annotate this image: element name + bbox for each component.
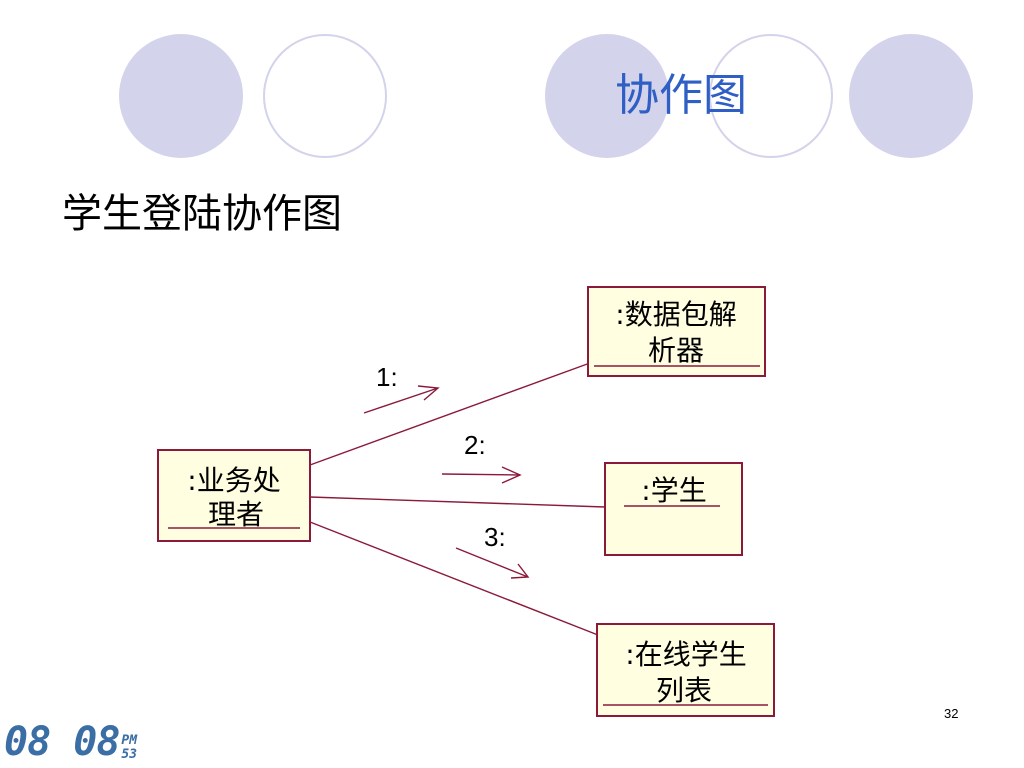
object-parser-line2: 析器: [648, 334, 704, 367]
clock-seconds: 53: [121, 747, 138, 762]
decor-circle-1: [119, 34, 243, 158]
object-online-list: :在线学生 列表: [596, 623, 775, 717]
message-label-1: 1:: [376, 362, 398, 392]
decor-circle-4: [709, 34, 833, 158]
clock-time: 08 08: [4, 719, 120, 765]
link-handler-parser: [309, 362, 591, 466]
decor-circle-5: [849, 34, 973, 158]
object-handler: :业务处 理者: [157, 449, 311, 542]
message-arrow-1: [363, 385, 440, 414]
message-arrow-3: [455, 547, 530, 579]
message-arrow-2: [441, 466, 522, 484]
page-number: 32: [944, 706, 959, 721]
object-student: :学生: [604, 462, 743, 556]
object-handler-line1: :业务处: [187, 464, 280, 497]
link-handler-online-list: [309, 521, 599, 636]
clock-widget: 08 08 PM 53: [4, 718, 137, 762]
clock-meridiem: PM: [121, 733, 138, 748]
object-parser: :数据包解 析器: [587, 286, 766, 377]
object-online-list-line1: :在线学生: [625, 638, 746, 671]
slide-title: 协作图: [615, 70, 747, 121]
clock-suffix: PM 53: [121, 734, 137, 762]
slide-subtitle: 学生登陆协作图: [62, 191, 342, 237]
message-label-2: 2:: [464, 430, 486, 460]
decor-circle-3: [545, 34, 669, 158]
link-handler-student: [309, 496, 606, 508]
object-handler-line2: 理者: [208, 498, 264, 531]
object-student-line1: :学生: [641, 474, 706, 507]
message-label-3: 3:: [484, 522, 506, 552]
decor-circle-2: [263, 34, 387, 158]
object-parser-line1: :数据包解: [615, 298, 736, 331]
object-online-list-line2: 列表: [656, 674, 712, 707]
